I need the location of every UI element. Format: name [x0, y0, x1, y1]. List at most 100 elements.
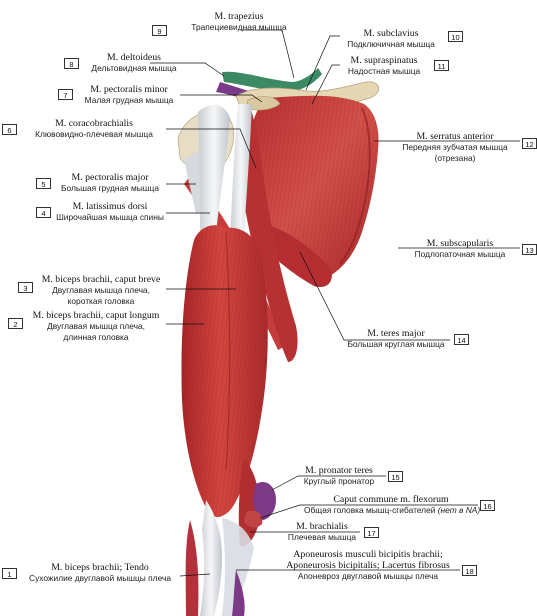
label-russian: Апоневроз двуглавой мышцы плеча [297, 571, 439, 581]
label-latin: M. pronator teres [305, 465, 373, 476]
pronator-teres-muscle [253, 481, 276, 521]
label-russian-note: (нет в NA) [437, 505, 481, 515]
bicipital-aponeurosis [222, 518, 254, 616]
label-coracobrachialis: M. coracobrachialis Клювовидно-плечевая … [20, 118, 168, 140]
leader-6 [166, 128, 257, 169]
common-flexor-head [244, 510, 263, 528]
label-russian: Двуглавая мышца плеча, [47, 321, 145, 331]
label-pronator-teres: M. pronator teres Круглый пронатор [292, 465, 386, 487]
label-latin: M. subscapularis [426, 238, 494, 249]
label-trapezius: M. trapezius Трапециевидная мышца [174, 11, 304, 33]
label-number-14: 14 [454, 334, 469, 345]
label-russian-line2: (отрезана) [434, 153, 476, 163]
label-latin: M. pectoralis minor [90, 84, 168, 95]
leader-14 [299, 251, 450, 341]
label-latin: M. trapezius [214, 11, 264, 22]
label-russian: Подлопаточная мышца [414, 249, 506, 259]
label-latin: M. teres major [367, 328, 425, 339]
leader-10 [305, 35, 340, 91]
label-biceps-short-head: M. biceps brachii, caput breve Двуглавая… [36, 274, 166, 307]
leader-1 [179, 573, 211, 577]
label-number-15: 15 [388, 471, 403, 482]
label-russian-main: Общая головка мышц-сгибателей [304, 505, 436, 515]
label-number-7: 7 [58, 89, 73, 100]
label-number-5: 5 [36, 178, 51, 189]
leader-11 [311, 64, 340, 105]
leader-8 [150, 62, 225, 77]
label-russian: Подключичная мышца [347, 39, 435, 49]
label-common-flexor-head: Caput commune m. flexorum Общая головка … [304, 494, 481, 516]
label-number-8: 8 [64, 58, 79, 69]
label-supraspinatus: M. supraspinatus Надостная мышца [336, 55, 432, 77]
label-biceps-long-head: M. biceps brachii, caput longum Двуглава… [26, 310, 166, 343]
label-bicipital-aponeurosis: Aponeurosis musculi bicipitis brachii; A… [276, 549, 460, 582]
label-number-11: 11 [434, 60, 449, 71]
teres-major-muscle [262, 226, 332, 288]
label-pectoralis-major: M. pectoralis major Большая грудная мышц… [54, 172, 166, 194]
biceps-brachii-muscle [181, 225, 268, 518]
label-latin: M. biceps brachii, caput longum [32, 310, 160, 321]
label-russian: Клювовидно-плечевая мышца [35, 129, 153, 139]
label-latin: Caput commune m. flexorum [333, 494, 449, 505]
label-latin: M. deltoideus [107, 52, 161, 63]
label-number-1: 1 [2, 568, 17, 579]
label-russian: Передняя зубчатая мышца [402, 142, 508, 152]
leader-9 [240, 29, 295, 79]
label-russian: Общая головка мышц-сгибателей (нет в NA) [304, 505, 481, 516]
trapezius-muscle [222, 68, 322, 92]
label-latin: Aponeurosis musculi bicipitis brachii; [293, 549, 443, 560]
label-latin: M. subclavius [363, 28, 419, 39]
label-latin: M. supraspinatus [350, 55, 418, 66]
label-number-13: 13 [522, 244, 537, 255]
biceps-tendon [200, 500, 222, 616]
label-russian: Двуглавая мышца плеча, [52, 285, 150, 295]
label-number-6: 6 [2, 124, 17, 135]
label-russian: Круглый пронатор [303, 476, 375, 486]
label-latin-line2: Aponeurosis bicipitalis; Lacertus fibros… [286, 560, 450, 571]
label-teres-major: M. teres major Большая круглая мышца [340, 328, 452, 350]
label-russian: Сухожилие двуглавой мышцы плеча [29, 573, 171, 583]
label-biceps-tendon: M. biceps brachii; Tendo Сухожилие двугл… [20, 562, 180, 584]
label-number-17: 17 [364, 527, 379, 538]
label-subclavius: M. subclavius Подключичная мышца [336, 28, 446, 50]
leader-15 [271, 475, 386, 491]
label-serratus-anterior: M. serratus anterior Передняя зубчатая м… [392, 131, 518, 164]
label-russian-line2: короткая головка [67, 296, 135, 306]
label-number-10: 10 [448, 31, 463, 42]
leader-lines [150, 29, 520, 577]
label-latin: M. biceps brachii, caput breve [41, 274, 161, 285]
label-latissimus-dorsi: M. latissimus dorsi Широчайшая мышца спи… [54, 201, 166, 223]
label-number-4: 4 [36, 207, 51, 218]
label-russian: Дельтовидная мышца [91, 63, 177, 73]
label-russian: Большая грудная мышца [61, 183, 159, 193]
label-number-16: 16 [480, 500, 495, 511]
label-latin: M. pectoralis major [71, 172, 149, 183]
label-russian-line2: длинная головка [63, 332, 129, 342]
label-latin: M. biceps brachii; Tendo [51, 562, 149, 573]
biceps-long-head-tendon [198, 104, 230, 252]
label-latin: M. latissimus dorsi [72, 201, 148, 212]
label-subscapularis: M. subscapularis Подлопаточная мышца [400, 238, 520, 260]
forearm-stump [185, 520, 245, 616]
label-russian: Плечевая мышца [287, 532, 357, 542]
label-brachialis: M. brachialis Плечевая мышца [282, 521, 362, 543]
label-deltoideus: M. deltoideus Дельтовидная мышца [82, 52, 186, 74]
label-number-9: 9 [152, 25, 167, 36]
label-number-12: 12 [522, 138, 537, 149]
label-russian: Трапециевидная мышца [191, 22, 287, 32]
label-russian: Большая круглая мышца [347, 339, 445, 349]
coracobrachialis-muscle [236, 106, 298, 362]
label-number-2: 2 [8, 318, 23, 329]
coracoid-process [245, 96, 281, 111]
label-latin: M. serratus anterior [416, 131, 494, 142]
leader-16 [259, 504, 478, 519]
label-number-18: 18 [462, 565, 477, 576]
label-pectoralis-minor: M. pectoralis minor Малая грудная мышца [76, 84, 182, 106]
leader-7 [180, 94, 263, 103]
label-russian: Широчайшая мышца спины [56, 212, 164, 222]
biceps-short-head-tendon [230, 104, 252, 240]
label-latin: M. brachialis [296, 521, 348, 532]
label-russian: Малая грудная мышца [84, 95, 174, 105]
label-number-3: 3 [18, 282, 33, 293]
